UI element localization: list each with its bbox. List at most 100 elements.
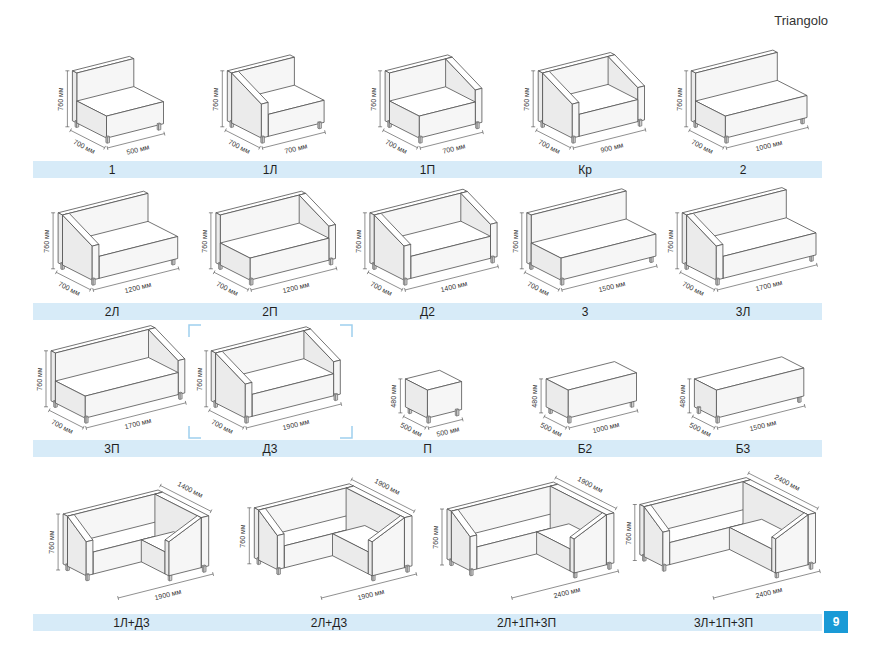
dimension-tick [618,569,619,573]
furniture-face [696,101,726,138]
furniture-face [538,71,542,123]
furniture-face [72,71,76,123]
dimension-label: 760 мм [201,229,209,252]
dimension-label: 1200 мм [282,281,310,295]
dimension-label: 1200 мм [124,281,152,295]
furniture-face [99,237,178,279]
dimension-tick [413,510,415,514]
furniture-face [531,243,561,280]
furniture-face [579,100,638,137]
furniture-face [277,534,284,570]
furniture-face [245,382,252,418]
dimension-tick [251,288,252,292]
furniture-leg [157,124,158,131]
dimension-tick [645,128,647,132]
furniture-face [55,381,85,418]
dimension-tick [51,268,55,269]
dimension-label: 760 мм [43,229,51,252]
furniture-leg [61,263,62,270]
furniture-face [86,540,93,576]
furniture-face [333,534,369,574]
dimension-tick [65,70,69,71]
dimension-label: 1900 мм [357,587,385,601]
dimension-tick [511,596,512,600]
dimension-tick [714,426,716,430]
dimension-label: 1700 мм [124,417,152,431]
dimension-label: 2400 мм [755,586,783,600]
dimension-label: 760 мм [432,525,440,548]
dimension-tick [403,415,405,419]
furniture-face [470,535,477,571]
furniture-face [261,102,268,138]
furniture-leg [662,565,663,572]
dimension-tick [56,570,60,571]
dimension-line [206,351,207,407]
dimension-tick [401,288,403,292]
furniture-face [568,373,636,418]
furniture-face [299,193,335,226]
dimension-label: 500 мм [126,143,151,156]
dimension-tick [382,129,384,133]
dimension-tick [93,288,94,292]
dimension-tick [44,350,48,351]
dimension-tick [220,70,224,71]
dimension-tick [378,70,382,71]
furniture-face [58,213,62,265]
dimension-line [400,379,401,413]
module-band: Д3 [191,440,349,457]
furniture-leg [685,263,686,270]
dimension-tick [351,478,353,482]
dimension-tick [209,268,213,269]
module-band: 1Л+Д3 [33,614,230,631]
furniture-face [638,86,645,122]
dimension-tick [482,130,483,134]
dimension-tick [420,146,421,150]
dimension-line [249,508,250,564]
page-number: 9 [824,611,848,633]
dimension-label: 760 мм [48,530,56,553]
dimension-tick [220,126,224,127]
furniture-face [259,508,284,535]
dimension-tick [363,268,367,269]
furniture-face [537,532,571,571]
furniture-face [772,537,776,573]
dimension-label: 760 мм [676,87,684,110]
dimension-tick [417,146,419,150]
furniture-face [716,368,803,418]
dimension-label: 760 мм [239,524,247,547]
furniture-leg [491,256,492,263]
furniture-leg [572,137,573,144]
dimension-tick [55,271,57,275]
dimension-line [689,379,690,413]
dimension-tick [687,378,691,379]
furniture-face [447,509,451,561]
dimension-tick [531,70,535,71]
furniture-face [546,379,568,418]
dimension-tick [689,129,691,133]
furniture-face [570,537,574,573]
furniture-face [368,516,404,542]
dimension-tick [633,560,637,561]
module-name: 2Л [105,305,120,319]
dimension-tick [520,268,524,269]
dimension-label: 480 мм [679,384,687,407]
dimension-tick [70,129,72,133]
furniture-leg [476,122,477,129]
dimension-tick [498,265,499,269]
dimension-label: 760 мм [625,521,633,544]
dimension-tick [717,426,718,430]
furniture-leg [318,122,319,129]
furniture-face [165,540,169,576]
dimension-tick [118,596,119,600]
dimension-label: 700 мм [50,418,74,436]
dimension-label: 700 мм [441,142,466,155]
furniture-face [694,379,716,418]
furniture-leg [245,417,246,424]
furniture-face [572,102,579,138]
furniture-face [411,236,491,278]
dimension-label: 760 мм [196,367,204,390]
dimension-label: 2400 мм [553,586,581,600]
dimension-tick [817,263,818,267]
module-name: 2П [262,305,277,319]
